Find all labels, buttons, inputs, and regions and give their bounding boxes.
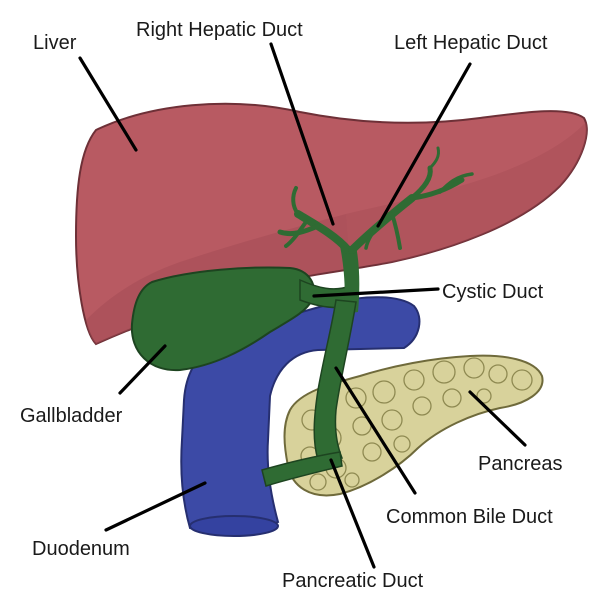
label-cystic-duct: Cystic Duct xyxy=(442,281,544,303)
label-pancreatic-duct: Pancreatic Duct xyxy=(282,570,424,592)
label-duodenum: Duodenum xyxy=(32,538,130,560)
duodenum-opening xyxy=(190,516,278,536)
label-gallbladder: Gallbladder xyxy=(20,405,123,427)
label-liver: Liver xyxy=(33,32,77,54)
label-pancreas: Pancreas xyxy=(478,453,563,475)
label-right-hepatic-duct: Right Hepatic Duct xyxy=(136,19,303,41)
label-common-bile-duct: Common Bile Duct xyxy=(386,506,553,528)
label-left-hepatic-duct: Left Hepatic Duct xyxy=(394,32,548,54)
